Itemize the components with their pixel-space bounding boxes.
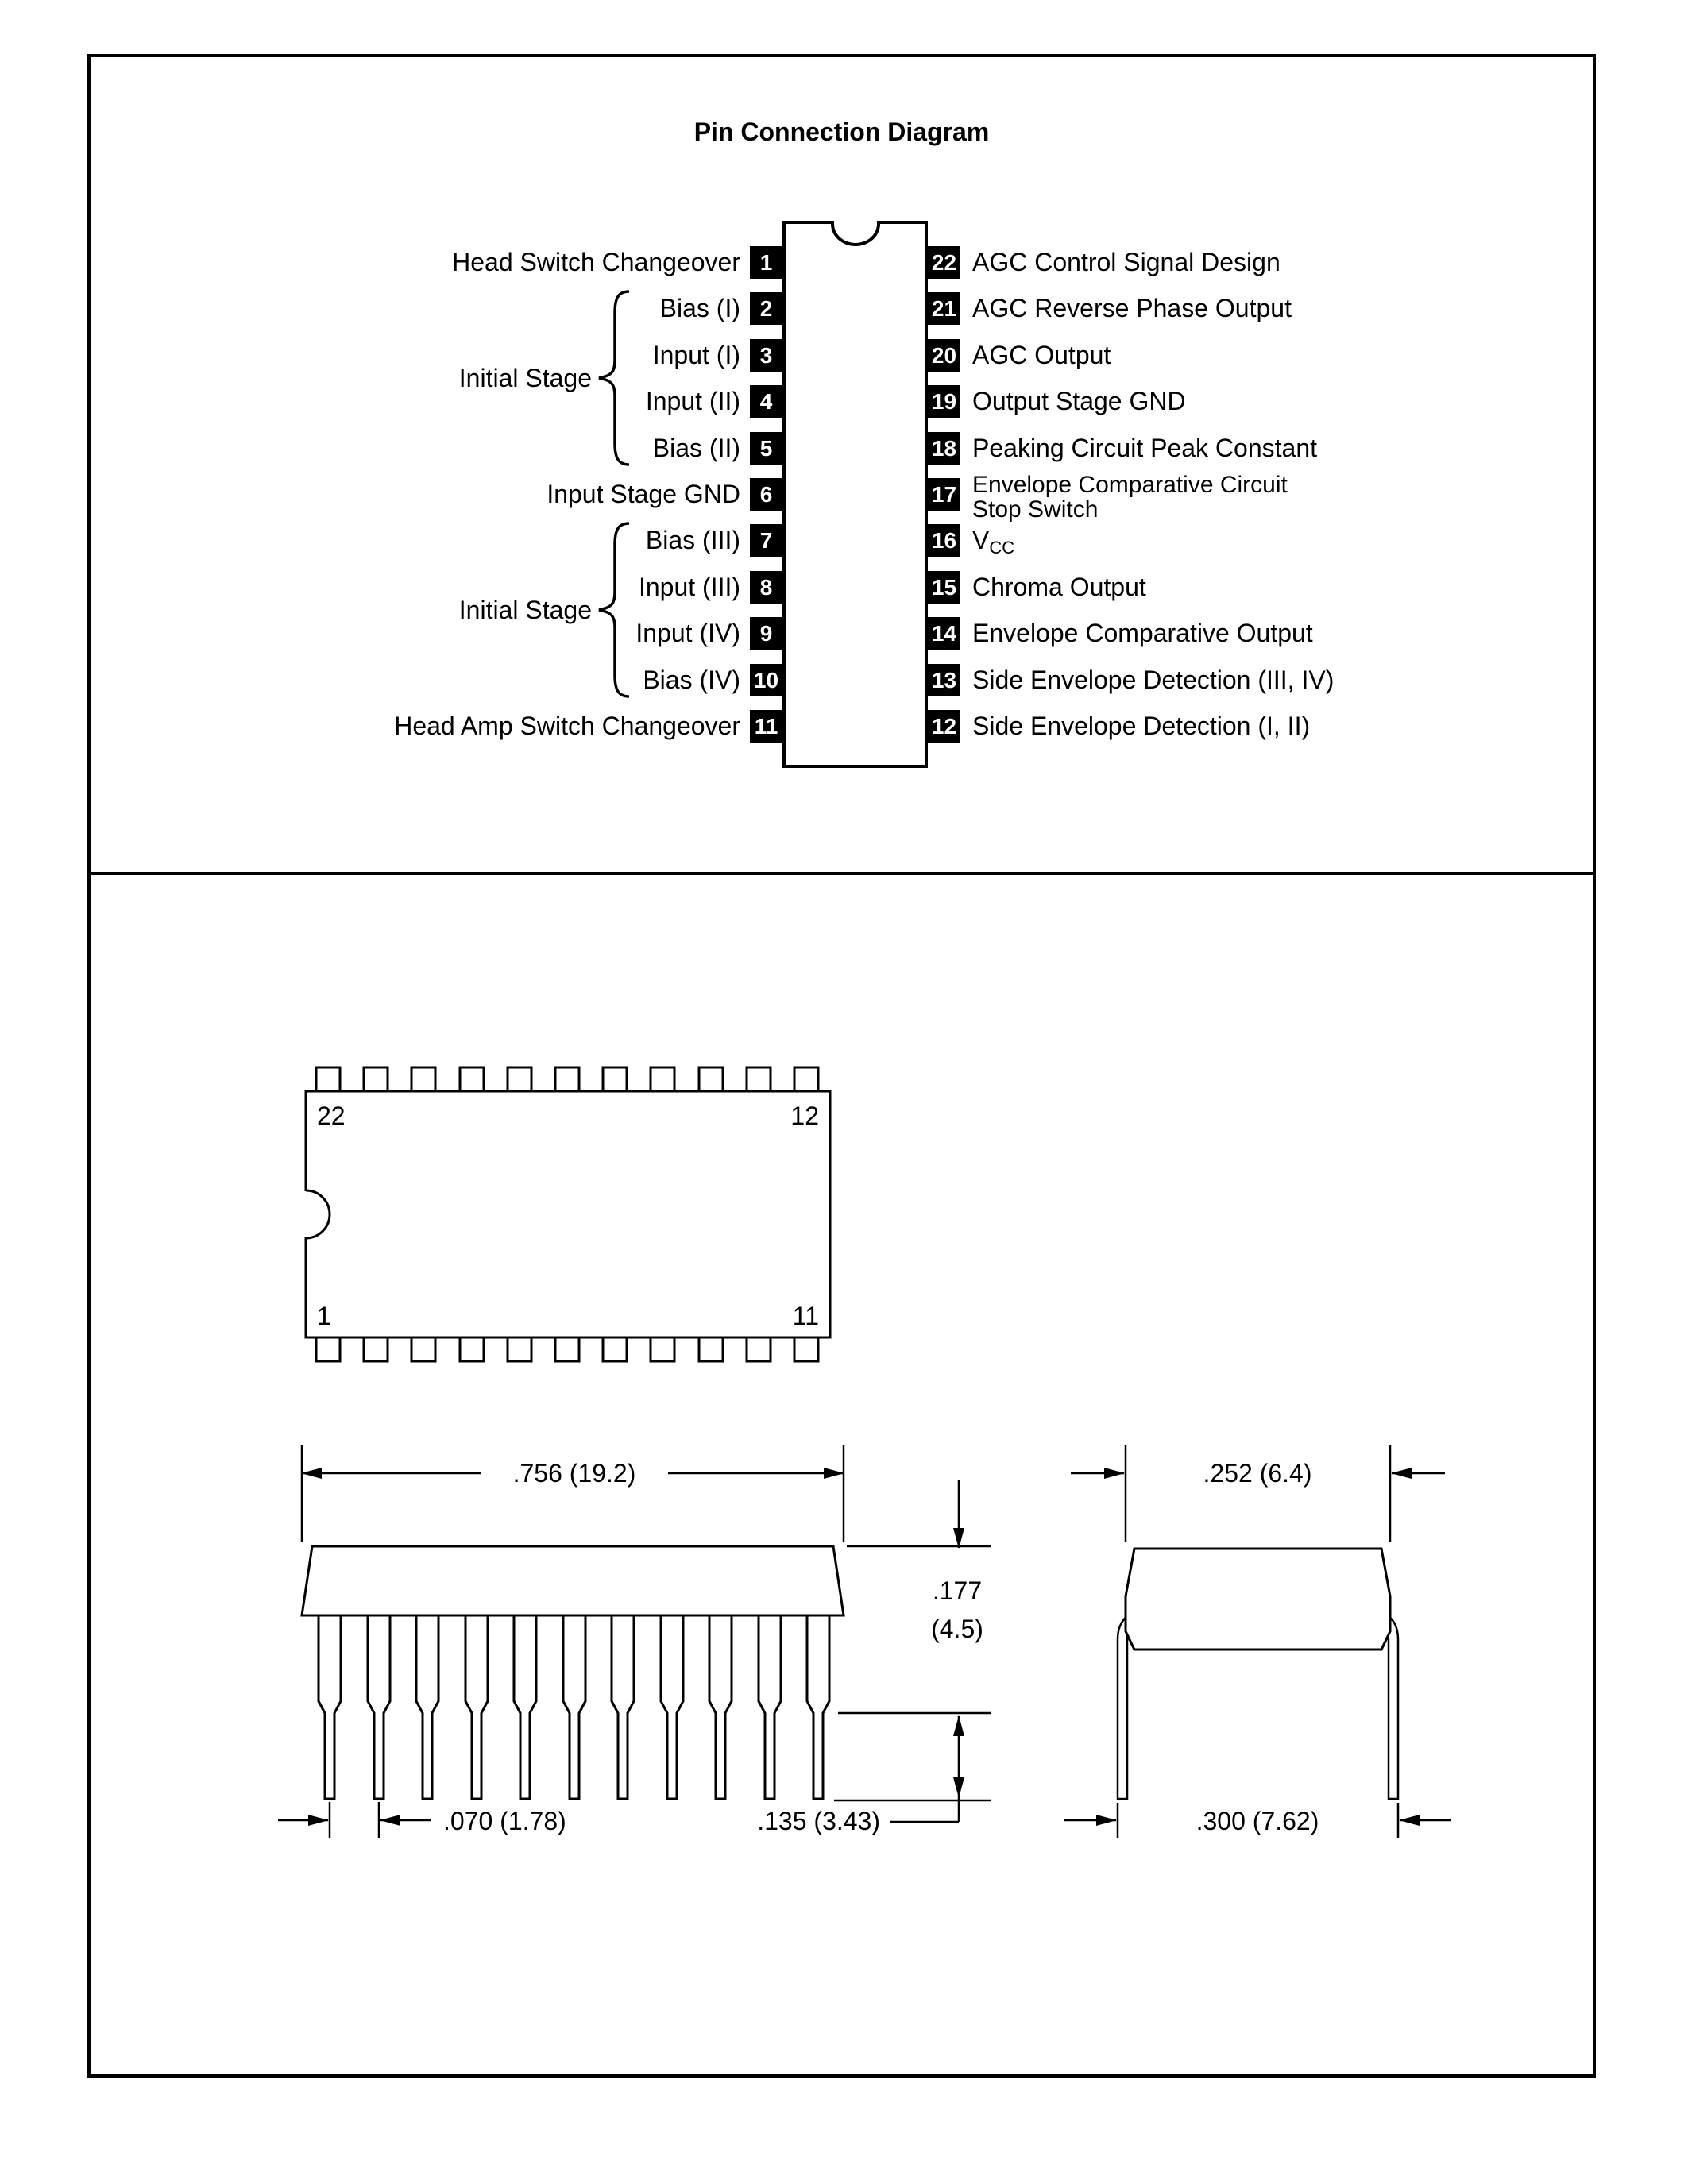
pin-left-6-label: Input Stage GND <box>547 480 740 508</box>
pin-19-number: 19 <box>928 385 960 418</box>
ic-end-view <box>1116 1547 1400 1800</box>
dim-lead-tip-length: .135 (3.43) <box>757 1715 991 1835</box>
dim-lead-span: .300 (7.62) <box>1064 1803 1451 1838</box>
pin-left-4-label: Input (II) <box>645 387 740 415</box>
pin-6-number: 6 <box>750 478 782 511</box>
page-title: Pin Connection Diagram <box>693 118 990 146</box>
pin-left-10-label: Bias (IV) <box>643 666 740 694</box>
top-view-body <box>304 1090 832 1339</box>
vcc-label: V <box>972 526 990 554</box>
pin-1-number: 1 <box>750 246 782 279</box>
dim-body-width: .756 (19.2) <box>300 1445 845 1542</box>
pin-22-number: 22 <box>928 246 960 279</box>
pin-left-8-label: Input (III) <box>638 573 740 601</box>
initial-stage-label-1: Initial Stage <box>458 364 592 392</box>
pin-right-17-label-line1: Envelope Comparative Circuit <box>972 472 1288 498</box>
dim-lead-pitch: .070 (1.78) <box>278 1802 566 1838</box>
section-divider <box>87 872 1596 875</box>
pin-20-number: 20 <box>928 339 960 372</box>
pin-5-number: 5 <box>750 432 782 465</box>
page-border <box>87 54 1596 2078</box>
initial-stage-brace-1 <box>598 290 630 466</box>
initial-stage-label-2: Initial Stage <box>458 596 592 624</box>
pin-left-9-label: Input (IV) <box>635 619 740 647</box>
dim-body-height: .177 (4.5) <box>838 1480 991 1715</box>
pin-16-number: 16 <box>928 524 960 557</box>
pin-12-number: 12 <box>928 710 960 743</box>
pin-right-13-label: Side Envelope Detection (III, IV) <box>972 666 1335 694</box>
pin-left-11-label: Head Amp Switch Changeover <box>394 712 740 740</box>
end-view-body <box>1124 1547 1392 1651</box>
pin-left-2-label: Bias (I) <box>659 294 740 322</box>
top-view-pins-bottom <box>315 1336 820 1363</box>
pin-9-number: 9 <box>750 617 782 650</box>
pin-right-12-label: Side Envelope Detection (I, II) <box>972 712 1311 740</box>
pin-14-number: 14 <box>928 617 960 650</box>
pin-right-16-label: VCC <box>972 524 1014 564</box>
pin-10-number: 10 <box>750 664 782 696</box>
pin-18-number: 18 <box>928 432 960 465</box>
top-view-pin11-label: 11 <box>793 1302 819 1330</box>
top-view-pin22-label: 22 <box>317 1102 346 1130</box>
initial-stage-brace-2 <box>598 522 630 698</box>
pin-left-5-label: Bias (II) <box>652 434 740 462</box>
pin-15-number: 15 <box>928 571 960 604</box>
pin-right-21-label: AGC Reverse Phase Output <box>972 294 1292 322</box>
pin-right-17-label: Envelope Comparative Circuit Stop Switch <box>972 473 1288 522</box>
top-view-notch <box>305 1189 331 1240</box>
pin-11-number: 11 <box>750 710 782 743</box>
dim-body-height-text-2: (4.5) <box>931 1615 983 1643</box>
pin-right-17-label-line2: Stop Switch <box>972 496 1099 523</box>
pin-right-14-label: Envelope Comparative Output <box>972 619 1313 647</box>
vcc-subscript: CC <box>989 538 1015 558</box>
pin-right-15-label: Chroma Output <box>972 573 1146 601</box>
side-view-body <box>300 1545 845 1617</box>
pin-right-20-label: AGC Output <box>972 341 1111 369</box>
pin-2-number: 2 <box>750 292 782 325</box>
top-view-pin1-label: 1 <box>317 1302 331 1330</box>
ic-top-view: 22 12 1 11 <box>303 1066 832 1363</box>
pin-13-number: 13 <box>928 664 960 696</box>
pin-right-22-label: AGC Control Signal Design <box>972 248 1280 276</box>
top-view-pins-top <box>315 1066 820 1093</box>
pin-3-number: 3 <box>750 339 782 372</box>
pin-8-number: 8 <box>750 571 782 604</box>
dim-body-depth-text: .252 (6.4) <box>1203 1459 1312 1488</box>
package-drawing: 22 12 1 11 <box>278 1066 1451 1838</box>
pin-7-number: 7 <box>750 524 782 557</box>
pin-21-number: 21 <box>928 292 960 325</box>
top-view-pin12-label: 12 <box>790 1102 819 1130</box>
dim-lead-pitch-text: .070 (1.78) <box>443 1807 566 1835</box>
pin-4-number: 4 <box>750 385 782 418</box>
pin-right-19-label: Output Stage GND <box>972 387 1186 415</box>
dim-lead-span-text: .300 (7.62) <box>1196 1807 1319 1835</box>
pin-right-18-label: Peaking Circuit Peak Constant <box>972 434 1317 462</box>
dim-lead-tip-length-text: .135 (3.43) <box>757 1807 880 1835</box>
pin-left-3-label: Input (I) <box>652 341 740 369</box>
dim-body-width-text: .756 (19.2) <box>513 1459 636 1488</box>
dim-body-depth: .252 (6.4) <box>1071 1445 1445 1542</box>
pin-left-1-label: Head Switch Changeover <box>452 248 740 276</box>
side-view-leads <box>317 1609 831 1800</box>
pin-left-7-label: Bias (III) <box>645 526 740 554</box>
ic-package-outline <box>782 221 928 768</box>
dim-body-height-text-1: .177 <box>933 1576 982 1605</box>
ic-side-view <box>300 1545 845 1800</box>
pin-17-number: 17 <box>928 478 960 511</box>
